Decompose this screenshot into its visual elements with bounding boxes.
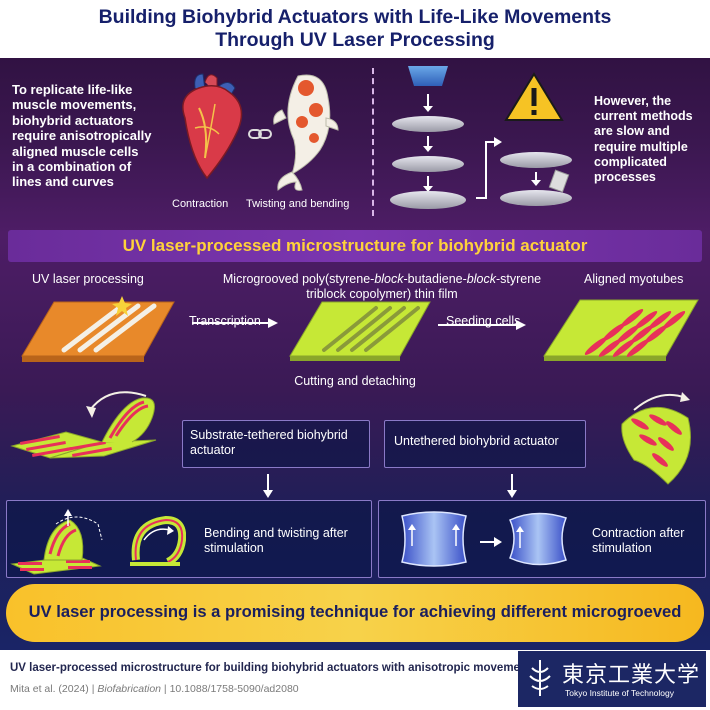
section-banner: UV laser-processed microstructure for bi… [8,230,702,262]
step-uv-label: UV laser processing [32,272,144,286]
intro-line: muscle movements, [12,97,137,113]
intro-text: To replicate life-like muscle movements,… [12,82,151,190]
bending-actuator-illustration [10,509,103,575]
contraction-after-label: Contraction after stimulation [592,526,684,556]
footer-citation: Mita et al. (2024) | Biofabrication | 10… [10,683,299,695]
citation-sep: | [91,683,95,695]
footer-caption: UV laser-processed microstructure for bu… [10,662,531,674]
logo-japanese-text: 東京工業大学 [562,663,701,688]
intro-line: biohybrid actuators [12,112,134,128]
link-icon [248,129,272,139]
however-line: current methods [594,109,693,124]
however-line: complicated [594,154,667,169]
tokyo-tech-logo [518,651,706,707]
university-emblem-icon [529,660,551,696]
bending-label: Bending and twisting after stimulation [204,526,348,556]
seeding-arrow [438,320,526,330]
page-title: Building Biohybrid Actuators with Life-L… [0,6,710,52]
intro-line: require anisotropically [12,128,152,144]
title-bar [0,0,710,58]
bending-line: stimulation [204,541,264,555]
contraction-line: Contraction after [592,526,685,540]
transcription-label: Transcription [189,314,261,328]
banner-text: UV laser-processed microstructure for bi… [122,236,588,255]
twisting-label: Twisting and bending [246,198,350,210]
seeding-label: Seeding cells [446,314,521,328]
conclusion-line: UV laser processing is a promising techn… [28,602,682,621]
citation-doi: 10.1088/1758-5090/ad2080 [169,683,299,695]
film-label-part: -styrene [495,272,542,286]
conclusion-banner: UV laser processing is a promising techn… [6,584,704,670]
title-line-2: Through UV Laser Processing [215,29,495,51]
film-label-line1: Microgrooved poly(styrene-block-butadien… [206,272,558,287]
title-line-1: Building Biohybrid Actuators with Life-L… [98,6,612,28]
untethered-label: Untethered biohybrid actuator [394,434,559,448]
however-line: are slow and [594,124,670,139]
film-label-part: -butadiene- [403,272,467,286]
tethered-label: Substrate-tethered biohybrid actuator [190,428,348,458]
intro-line: To replicate life-like [12,82,133,97]
untethered-actuator-illustration [621,392,691,485]
conventional-methods-diagram [390,66,572,209]
heart-icon [182,73,243,180]
myotubes-illustration [543,299,699,361]
however-line: processes [594,170,656,185]
contraction-label: Contraction [172,198,229,210]
however-line: However, the [594,94,672,108]
film-illustration [289,301,431,361]
however-text: However, the current methods are slow an… [594,94,693,185]
intro-line: in a combination of [12,159,132,175]
film-label-part: Microgrooved poly(styrene- [222,272,375,286]
twisting-actuator-illustration [130,515,186,566]
tethered-box [182,420,370,468]
section-divider [372,68,374,216]
step-film-label: Microgrooved poly(styrene-block-butadien… [206,272,558,302]
citation-journal: Biofabrication [97,683,161,695]
tethered-actuator-illustration [10,391,157,459]
bending-line: Bending and twisting after [204,526,348,540]
untethered-box [384,420,586,468]
intro-line: aligned muscle cells [12,143,139,159]
tethered-line: Substrate-tethered biohybrid [190,428,348,442]
film-label-italic: block [374,272,404,286]
citation-sep: | [163,683,167,695]
film-label-italic: block [466,272,496,286]
uv-substrate-illustration [21,296,175,362]
contraction-illustration [401,511,567,567]
tethered-line: actuator [190,443,236,457]
down-arrow-left [263,474,273,498]
down-arrow-right [507,474,517,498]
logo-english-text: Tokyo Institute of Technology [565,688,674,698]
film-label-line2: triblock copolymer) thin film [306,287,458,301]
however-line: require multiple [594,139,688,154]
cutting-label: Cutting and detaching [294,374,416,388]
koi-fish-icon [273,74,339,191]
citation-authors: Mita et al. (2024) [10,683,89,695]
step-myotubes-label: Aligned myotubes [584,272,684,286]
contraction-line: stimulation [592,541,652,555]
intro-line: lines and curves [12,174,114,190]
transcription-arrow [192,318,278,328]
